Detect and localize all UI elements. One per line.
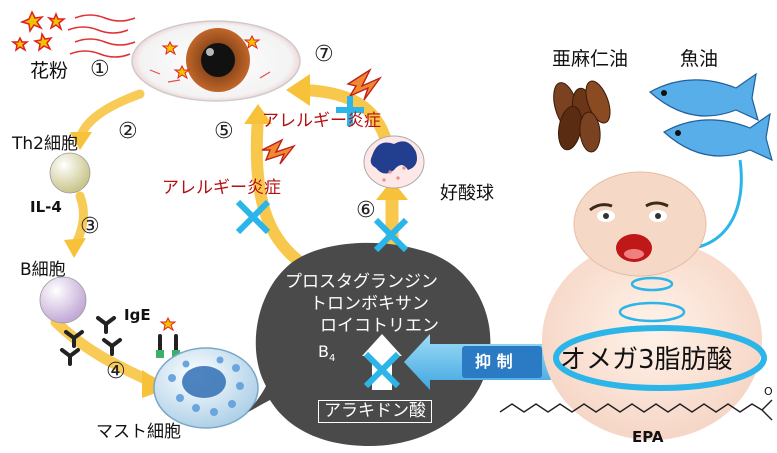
th2-cell <box>49 152 91 194</box>
pollen-label: 花粉 <box>30 60 69 82</box>
mast-cell <box>153 347 259 429</box>
epa-structure <box>499 399 773 421</box>
thromboxane-label: トロンボキサン <box>310 294 429 314</box>
pollen-icon <box>10 10 67 52</box>
flow-arrowheads <box>64 74 408 398</box>
step-2: ② <box>118 119 138 144</box>
eye-icon <box>131 20 301 102</box>
step-3: ③ <box>80 214 100 239</box>
step-1: ① <box>90 57 110 82</box>
fish-icon <box>648 72 773 162</box>
inhibit-label: 抑 制 <box>475 352 513 371</box>
mast-label: マスト細胞 <box>96 422 181 442</box>
ige-label: IgE <box>124 306 151 324</box>
fish-oil-label: 魚油 <box>680 48 719 70</box>
b4-label: B4 <box>318 342 336 365</box>
inhibit-crosses <box>235 96 409 389</box>
leukotriene-label: ロイコトリエン <box>320 316 439 336</box>
inhibit-arrow <box>404 334 558 390</box>
eosinophil-label: 好酸球 <box>440 183 494 204</box>
omega3-label: オメガ3脂肪酸 <box>560 345 733 375</box>
b-cell <box>39 276 87 324</box>
il4-label: IL-4 <box>30 198 62 216</box>
eosinophil-cell <box>363 135 425 189</box>
step-6: ⑥ <box>356 198 376 223</box>
epa-oxygen-label: O <box>764 385 773 398</box>
prostaglandin-label: プロスタグランジン <box>285 272 438 292</box>
person-body <box>542 171 767 440</box>
allergy-label-left: アレルギー炎症 <box>162 178 281 198</box>
wind-lines <box>67 14 136 58</box>
allergy-label-top: アレルギー炎症 <box>262 111 381 131</box>
bcell-label: B細胞 <box>20 260 66 280</box>
linseed-label: 亜麻仁油 <box>552 48 629 70</box>
lightning-icon <box>261 68 383 165</box>
dark-bubble <box>248 242 491 446</box>
step-5: ⑤ <box>214 119 234 144</box>
step-7: ⑦ <box>314 42 334 67</box>
arachidonic-acid-box: アラキドン酸 <box>318 400 432 423</box>
epa-label: EPA <box>632 428 664 446</box>
th2-label: Th2細胞 <box>12 134 78 154</box>
receptor-icon <box>156 316 180 358</box>
step-4: ④ <box>106 359 126 384</box>
linseed-icon <box>553 80 611 153</box>
